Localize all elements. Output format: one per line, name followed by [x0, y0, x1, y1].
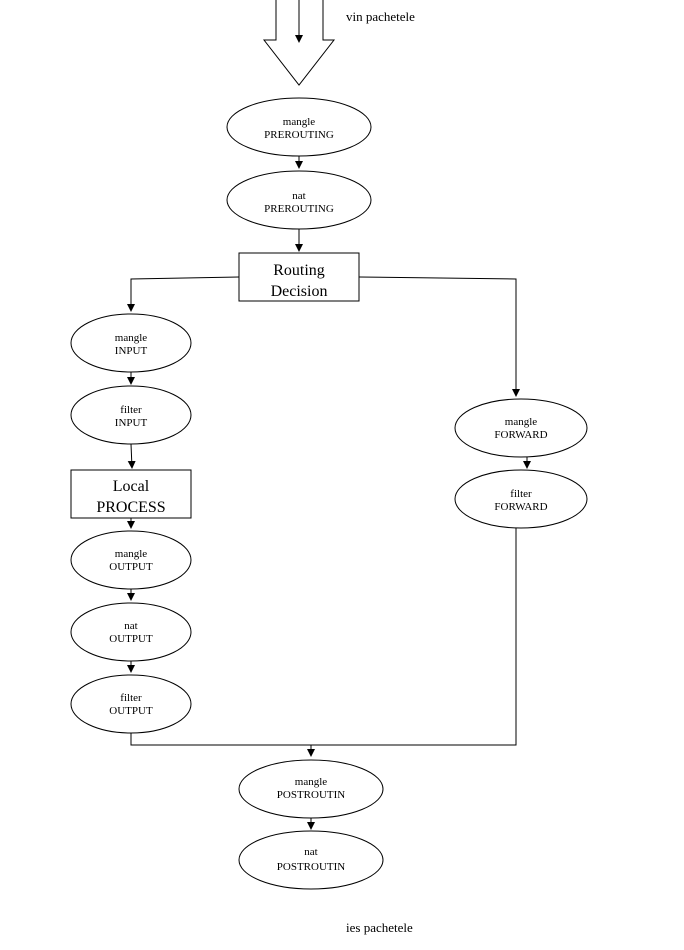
routing-decision-line2: Decision: [271, 283, 328, 300]
local-process-line1: Local: [113, 478, 150, 495]
nat-prerouting-table: nat: [292, 190, 305, 202]
nat-postrouting-table: nat: [304, 846, 317, 858]
mangle-postrouting-node: mangle POSTROUTIN: [238, 759, 384, 819]
mangle-forward-node: mangle FORWARD: [454, 398, 588, 458]
mangle-forward-table: mangle: [505, 416, 537, 428]
filter-forward-node: filter FORWARD: [454, 469, 588, 529]
local-process-box: Local PROCESS: [70, 469, 192, 519]
mangle-prerouting-chain: PREROUTING: [264, 129, 334, 141]
nat-prerouting-node: nat PREROUTING: [226, 170, 372, 230]
mangle-output-node: mangle OUTPUT: [70, 530, 192, 590]
filter-input-table: filter: [120, 404, 142, 416]
outgoing-packets-note: ies pachetele: [346, 920, 413, 935]
mangle-prerouting-node: mangle PREROUTING: [226, 97, 372, 157]
entry-arrow-icon: [262, 0, 336, 86]
mangle-input-node: mangle INPUT: [70, 313, 192, 373]
arrow-routing-to-mangle-forward: [358, 276, 520, 397]
mangle-output-table: mangle: [115, 548, 147, 560]
filter-input-node: filter INPUT: [70, 385, 192, 445]
mangle-input-table: mangle: [115, 332, 147, 344]
arrow-routing-to-mangle-input: [127, 276, 240, 312]
routing-decision-box: Routing Decision: [238, 252, 360, 302]
local-process-line2: PROCESS: [96, 499, 165, 516]
incoming-packets-note: vin pachetele: [346, 9, 415, 24]
filter-forward-chain: FORWARD: [494, 501, 547, 513]
nat-prerouting-chain: PREROUTING: [264, 203, 334, 215]
nat-output-node: nat OUTPUT: [70, 602, 192, 662]
mangle-forward-chain: FORWARD: [494, 429, 547, 441]
nat-output-table: nat: [124, 620, 137, 632]
filter-output-chain: OUTPUT: [109, 705, 153, 717]
filter-output-node: filter OUTPUT: [70, 674, 192, 734]
routing-decision-line1: Routing: [273, 262, 325, 279]
nat-output-chain: OUTPUT: [109, 633, 153, 645]
mangle-prerouting-table: mangle: [283, 116, 315, 128]
filter-input-chain: INPUT: [115, 417, 148, 429]
mangle-postrouting-table: mangle: [295, 776, 327, 788]
filter-output-table: filter: [120, 692, 142, 704]
nat-postrouting-chain: POSTROUTIN: [277, 861, 346, 873]
merge-line: [130, 528, 517, 746]
filter-forward-table: filter: [510, 488, 532, 500]
nat-postrouting-node: nat POSTROUTIN: [238, 830, 384, 890]
mangle-input-chain: INPUT: [115, 345, 148, 357]
connectors: [127, 156, 531, 830]
mangle-output-chain: OUTPUT: [109, 561, 153, 573]
arrow-filter-input-to-local: [127, 443, 136, 469]
mangle-postrouting-chain: POSTROUTIN: [277, 789, 346, 801]
